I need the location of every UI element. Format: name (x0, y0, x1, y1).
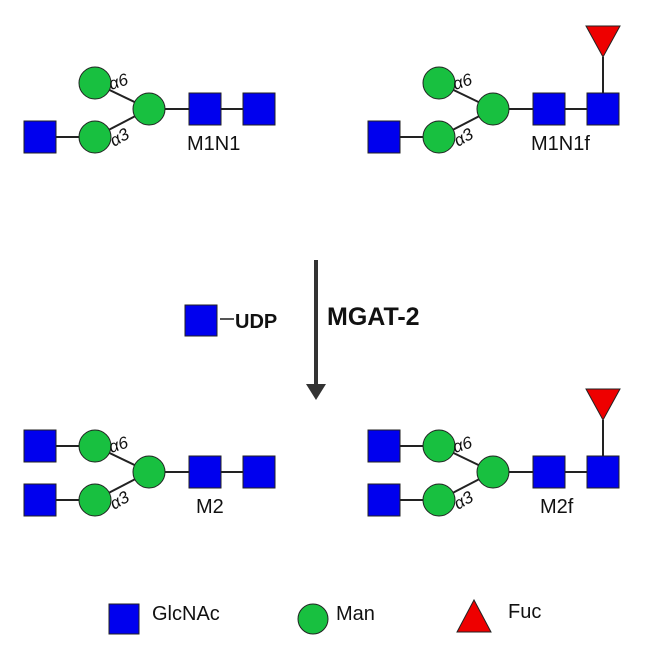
legend-fuc-triangle (456, 598, 492, 633)
glcnac-square (23, 429, 57, 463)
structure-label: M1N1 (187, 133, 240, 155)
linkage-a6-label: α6 (106, 433, 131, 457)
man-circle (476, 92, 510, 126)
fuc-triangle (585, 388, 621, 422)
linkage-a6-label: α6 (450, 70, 475, 94)
structure-label: M1N1f (531, 133, 590, 155)
reaction-arrow (306, 260, 326, 400)
donor-label: UDP (235, 311, 277, 333)
glcnac-square (242, 455, 276, 489)
legend-glcnac-label: GlcNAc (152, 603, 220, 625)
man-circle (422, 429, 456, 463)
structure-label: M2 (196, 496, 224, 518)
legend-glcnac-square (108, 603, 140, 635)
glcnac-square (188, 455, 222, 489)
man-circle (132, 455, 166, 489)
glcnac-square (367, 483, 401, 517)
man-circle (78, 66, 112, 100)
legend-fuc-label: Fuc (508, 601, 541, 623)
glcnac-square (367, 429, 401, 463)
glcnac-square (242, 92, 276, 126)
legend-man-circle (297, 603, 329, 635)
enzyme-label: MGAT-2 (327, 303, 420, 331)
glcnac-square (532, 92, 566, 126)
man-circle (78, 120, 112, 154)
glcnac-square (586, 92, 620, 126)
glcnac-square (532, 455, 566, 489)
man-circle (132, 92, 166, 126)
glcnac-square (367, 120, 401, 154)
man-circle (422, 66, 456, 100)
man-circle (422, 483, 456, 517)
linkage-a6-label: α6 (106, 70, 131, 94)
glcnac-square (586, 455, 620, 489)
glcnac-square (188, 92, 222, 126)
legend-man-label: Man (336, 603, 375, 625)
glcnac-square (23, 120, 57, 154)
structure-label: M2f (540, 496, 574, 518)
man-circle (78, 483, 112, 517)
linkage-a6-label: α6 (450, 433, 475, 457)
man-circle (78, 429, 112, 463)
glcnac-square (23, 483, 57, 517)
man-circle (422, 120, 456, 154)
donor-glcnac-square (184, 304, 218, 337)
fuc-triangle (585, 25, 621, 59)
udp-glcnac-donor: UDP (184, 304, 277, 337)
legend: GlcNAc Man Fuc (108, 598, 541, 635)
man-circle (476, 455, 510, 489)
